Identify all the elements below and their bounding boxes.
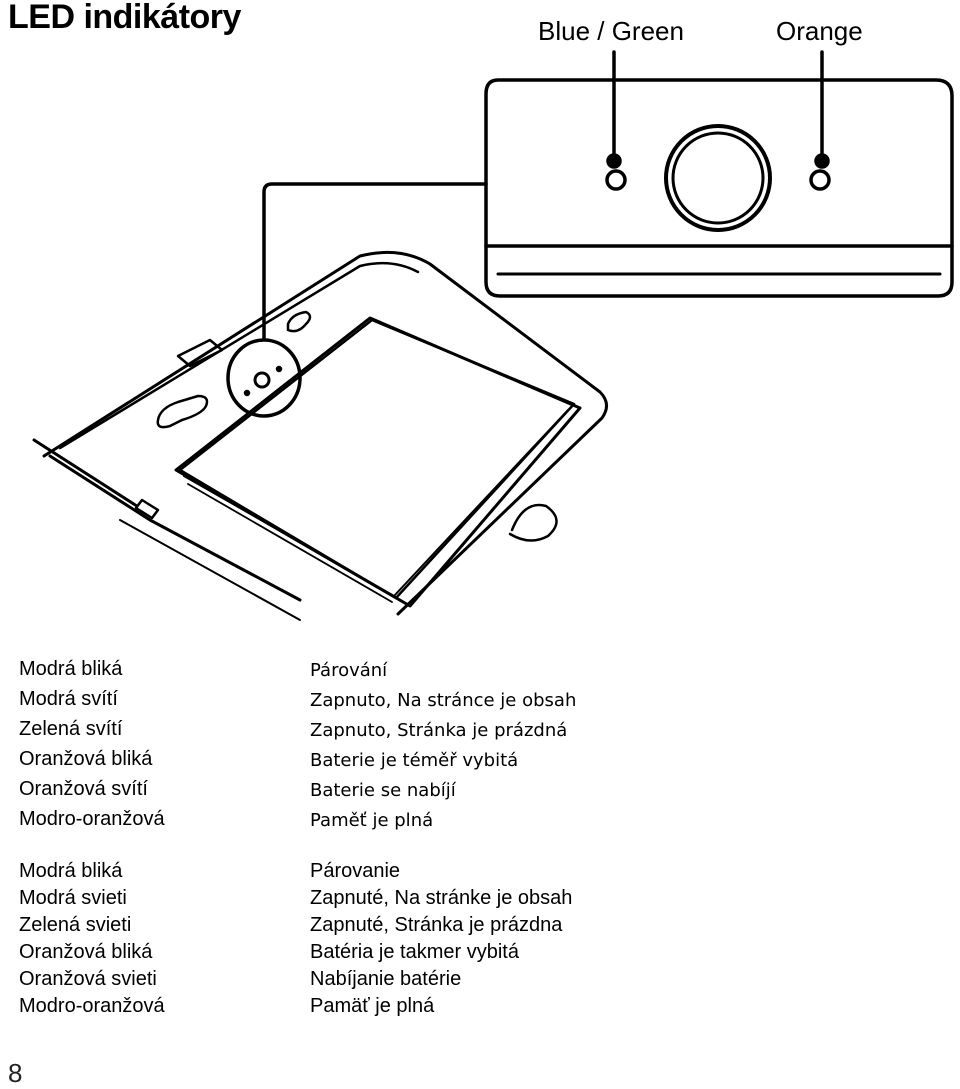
legend-sk-meanings: Párovanie Zapnuté, Na stránke je obsah Z… — [310, 858, 572, 1020]
zoom-connector — [262, 182, 488, 340]
pen-slot-right — [286, 310, 312, 333]
legend-sk-colors: Modrá bliká Modrá svieti Zelená svieti O… — [19, 858, 165, 1020]
orange-led-icon — [809, 169, 831, 191]
device-illustration — [32, 50, 954, 621]
legend-item: Modrá svítí — [19, 688, 118, 710]
power-button-inner — [671, 131, 765, 225]
legend-item: Párovanie — [310, 860, 401, 882]
legend-item: Modro-oranžová — [19, 995, 165, 1017]
legend-item: Zelená svieti — [19, 914, 132, 936]
legend-item: Batéria je takmer vybitá — [310, 941, 519, 963]
notepad — [178, 318, 576, 600]
orange-led-label: Orange — [776, 16, 863, 46]
zoom-circle — [226, 338, 302, 418]
zoom-panel — [484, 78, 954, 298]
legend-cz-meanings: Párování Zapnuto, Na stránce je obsah Za… — [310, 656, 576, 836]
legend-item: Oranžová svítí — [19, 778, 148, 800]
legend-item: Pamäť je plná — [310, 995, 435, 1017]
blue-green-led-icon — [605, 169, 627, 191]
device-body — [42, 250, 608, 616]
legend-item: Oranžová bliká — [19, 748, 153, 770]
pen-cord — [508, 503, 558, 542]
legend-item: Nabíjanie batérie — [310, 968, 462, 990]
legend-item: Modrá svieti — [19, 887, 127, 909]
page-number: 8 — [8, 1058, 23, 1088]
legend-item: Modro-oranžová — [19, 808, 165, 830]
pen-slot-left — [156, 394, 209, 429]
legend-item: Baterie se nabíjí — [310, 780, 456, 801]
legend-item: Zelená svítí — [19, 718, 123, 740]
legend-item: Zapnuto, Na stránce je obsah — [310, 690, 577, 711]
legend-item: Zapnuto, Stránka je prázdná — [310, 720, 568, 741]
legend-item: Modrá bliká — [19, 860, 123, 882]
blue-green-led-label: Blue / Green — [538, 16, 684, 46]
page-title: LED indikátory — [8, 0, 241, 36]
legend-item: Oranžová svieti — [19, 968, 157, 990]
legend-item: Párování — [310, 660, 388, 681]
legend-item: Paměť je plná — [310, 810, 434, 831]
legend-item: Oranžová bliká — [19, 941, 153, 963]
power-button-icon — [664, 124, 772, 232]
legend-cz-colors: Modrá bliká Modrá svítí Zelená svítí Ora… — [19, 654, 165, 834]
legend-item: Modrá bliká — [19, 658, 123, 680]
legend-item: Zapnuté, Stránka je prázdna — [310, 914, 563, 936]
legend-item: Zapnuté, Na stránke je obsah — [310, 887, 573, 909]
legend-item: Baterie je téměř vybitá — [310, 750, 519, 771]
